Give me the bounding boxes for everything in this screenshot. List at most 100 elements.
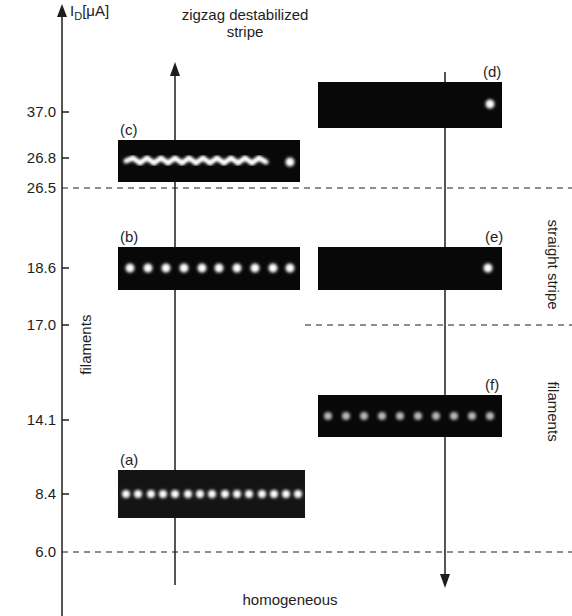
- filament-dot: [147, 490, 155, 498]
- filament-dot: [270, 490, 278, 498]
- filament-dot: [245, 490, 253, 498]
- filament-dot: [414, 412, 422, 420]
- photo-panel: [118, 247, 300, 290]
- regime-label: straight stripe: [544, 220, 561, 310]
- filament-dot: [171, 490, 179, 498]
- filament-dot: [258, 490, 266, 498]
- filament-dot: [432, 412, 440, 420]
- axis-tick: [62, 419, 69, 421]
- threshold-line: [62, 187, 572, 188]
- filament-dot: [122, 490, 130, 498]
- regime-label: zigzag destabilized stripe: [165, 6, 325, 41]
- arrowhead: [440, 574, 450, 588]
- filament-dot: [342, 412, 350, 420]
- tick-label: 17.0: [27, 316, 56, 333]
- filament-dot: [215, 264, 224, 273]
- panel-letter: (e): [485, 228, 503, 245]
- threshold-lines: [62, 188, 572, 552]
- filament-dot: [282, 490, 290, 498]
- filament-dot: [196, 490, 204, 498]
- filament-dot: [233, 264, 242, 273]
- photo-inset: (e): [318, 247, 502, 290]
- sweep-down-arrow: [444, 72, 446, 576]
- filament-dot: [251, 264, 260, 273]
- panel-letter: (c): [120, 121, 138, 138]
- photo-panel: [318, 395, 502, 437]
- filament-row: [324, 412, 494, 420]
- threshold-line: [305, 324, 572, 325]
- axis-title-subscript: D: [74, 10, 82, 23]
- axis-arrowhead: [57, 4, 67, 17]
- filament-dot: [286, 264, 295, 273]
- filament-dot: [378, 412, 386, 420]
- filament-dot: [233, 490, 241, 498]
- photo-panel: [118, 140, 300, 182]
- photo-inset: (d): [318, 82, 502, 128]
- filament-dot: [396, 412, 404, 420]
- filament-dot: [208, 490, 216, 498]
- filament-dot: [159, 490, 167, 498]
- photo-inset: (f): [318, 395, 502, 437]
- filament-dot: [144, 264, 153, 273]
- zigzag-stripe: [126, 158, 295, 167]
- regime-label: homogeneous: [242, 591, 337, 608]
- axis-tick: [62, 267, 69, 269]
- panel-letter: (f): [485, 376, 499, 393]
- filament-dot: [286, 158, 295, 167]
- stripe-core: [328, 266, 468, 269]
- tick-label: 6.0: [35, 543, 56, 560]
- filament-dot: [486, 412, 494, 420]
- photo-panel: [118, 470, 305, 518]
- filament-row: [126, 264, 295, 273]
- stripe-core: [126, 158, 266, 163]
- stripe-glow: [326, 264, 470, 270]
- filament-dot: [269, 264, 278, 273]
- filament-row: [122, 490, 302, 498]
- filament-dot: [486, 100, 495, 109]
- axis-tick: [62, 493, 69, 495]
- arrowhead: [170, 62, 180, 76]
- tick-label: 8.4: [35, 485, 56, 502]
- stripe-core: [328, 103, 470, 106]
- tick-label: 18.6: [27, 259, 56, 276]
- regime-label: filaments: [544, 382, 561, 442]
- panel-letter: (a): [120, 451, 138, 468]
- tick-label: 26.5: [27, 179, 56, 196]
- filament-dot: [162, 264, 171, 273]
- stripe-glow: [126, 158, 266, 163]
- photo-inset: (b): [118, 247, 300, 290]
- tick-label: 14.1: [27, 411, 56, 428]
- filament-dot: [134, 490, 142, 498]
- photo-inset: (a): [118, 470, 305, 518]
- filament-dot: [324, 412, 332, 420]
- axis-title: I: [70, 2, 74, 19]
- axis-line: [61, 14, 63, 616]
- stripe-glow: [326, 101, 472, 108]
- axis-unit: [μA]: [82, 2, 109, 19]
- tick-label: 26.8: [27, 149, 56, 166]
- photo-panel: [318, 82, 502, 128]
- axis-tick: [62, 324, 69, 326]
- photo-inset: (c): [118, 140, 300, 182]
- filament-dot: [180, 264, 189, 273]
- filament-dot: [294, 490, 302, 498]
- regime-label: filaments: [77, 315, 94, 375]
- filament-dot: [360, 412, 368, 420]
- filament-dot: [198, 264, 207, 273]
- photo-panel: [318, 247, 502, 290]
- axis-tick: [62, 157, 69, 159]
- filament-dot: [468, 412, 476, 420]
- filament-dot: [221, 490, 229, 498]
- y-axis: [62, 14, 69, 616]
- threshold-line: [62, 551, 572, 552]
- filament-dot: [126, 264, 135, 273]
- panel-letter: (d): [483, 63, 501, 80]
- straight-stripe: [326, 264, 493, 273]
- tick-label: 37.0: [27, 103, 56, 120]
- discharge-stripe: [326, 100, 495, 109]
- filament-dot: [184, 490, 192, 498]
- filament-dot: [484, 264, 493, 273]
- panel-letter: (b): [120, 228, 138, 245]
